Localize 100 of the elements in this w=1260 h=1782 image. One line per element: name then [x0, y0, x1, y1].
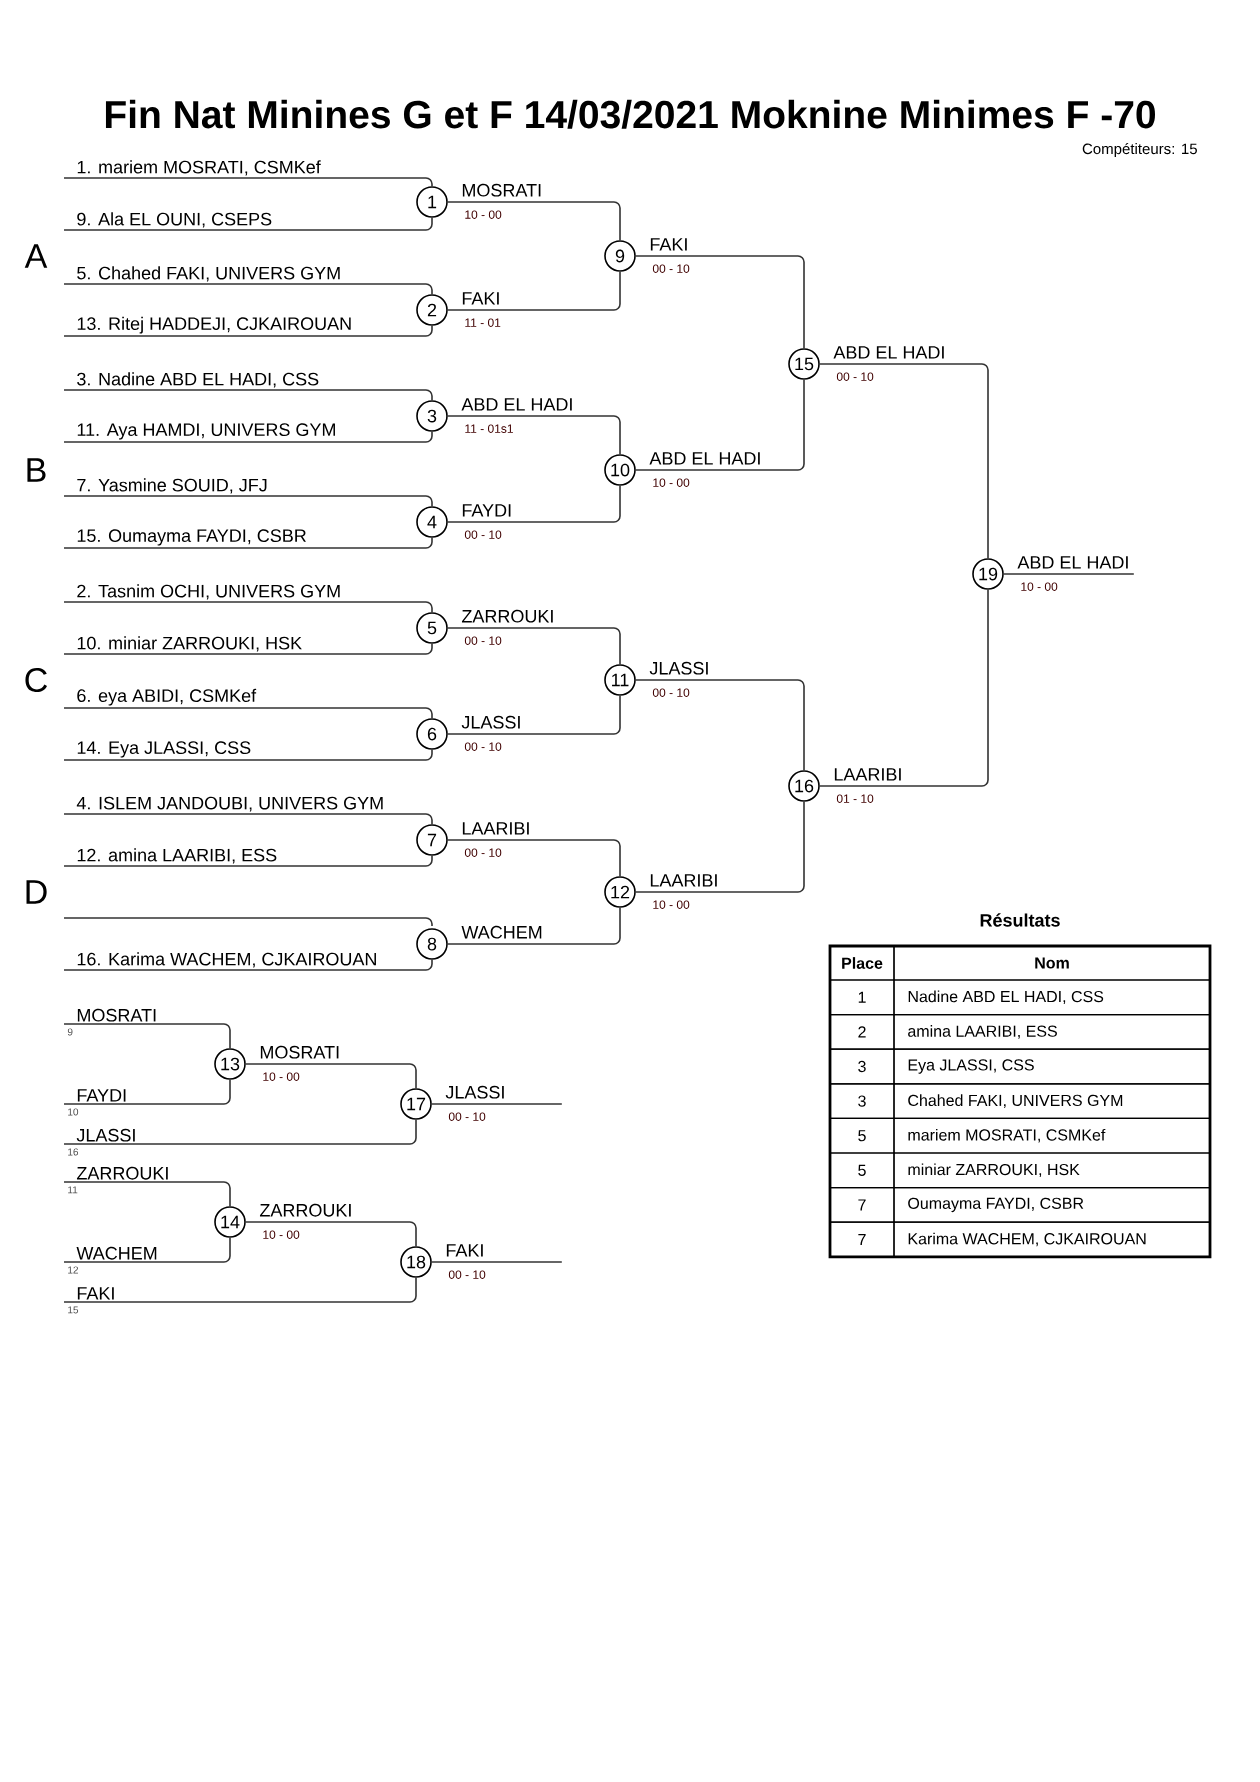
bracket-line [63, 1119, 417, 1145]
bracket-line [447, 415, 621, 455]
table-cell: Chahed FAKI, UNIVERS GYM [893, 1083, 1211, 1119]
repechage-entry: ZARROUKI [76, 1166, 168, 1180]
bracket-line [447, 485, 621, 523]
repechage-entry: JLASSI [76, 1128, 135, 1142]
winner-name: ABD EL HADI [461, 398, 572, 411]
bracket-line [63, 959, 433, 971]
winner-name: FAKI [462, 292, 499, 305]
table-cell: miniar ZARROUKI, HSK [893, 1152, 1211, 1189]
bracket-line [819, 589, 989, 787]
table-cell: 3 [829, 1048, 895, 1085]
table-cell: Place [829, 945, 895, 981]
winner-name: ABD EL HADI [1017, 556, 1128, 569]
winner-name: ABD EL HADI [649, 452, 760, 465]
table-cell: amina LAARIBI, ESS [893, 1014, 1211, 1050]
bracket-line [819, 363, 989, 559]
winner-name: FAYDI [462, 504, 511, 517]
table-title: Résultats [980, 913, 1060, 927]
bracket-line [431, 1103, 563, 1105]
winner-name: LAARIBI [650, 874, 717, 887]
table-cell: 7 [829, 1221, 895, 1258]
table-cell: 3 [829, 1083, 895, 1119]
group-letter: C [25, 667, 47, 693]
bracket-line [63, 389, 433, 401]
winner-name: MOSRATI [260, 1045, 339, 1059]
table-cell: Nom [893, 945, 1211, 981]
competitor-entry: 13. Ritej HADDEJI, CJKAIROUAN [77, 316, 351, 334]
title: Fin Nat Minines G et F 14/03/2021 Moknine Minimes F -70 [105, 99, 1155, 129]
bracket-line [63, 813, 433, 825]
winner-name: JLASSI [445, 1085, 504, 1099]
bracket-line [63, 431, 433, 443]
winner-name: JLASSI [649, 661, 708, 675]
bracket-line [63, 1277, 417, 1303]
bracket-line [63, 1079, 231, 1105]
competitor-entry: 7. Yasmine SOUID, JFJ [77, 478, 267, 494]
bracket-line [1003, 573, 1135, 575]
bracket-line [431, 1261, 563, 1263]
table-cell: 5 [829, 1117, 895, 1154]
table-cell: mariem MOSRATI, CSMKef [893, 1117, 1211, 1154]
table-cell: 2 [829, 1014, 895, 1050]
bracket-line [245, 1063, 417, 1089]
winner-name: ABD EL HADI [833, 346, 944, 359]
bracket-line [63, 325, 433, 337]
table-cell: Eya JLASSI, CSS [893, 1048, 1211, 1085]
bracket-line [63, 1023, 231, 1049]
bracket-line [635, 379, 805, 471]
winner-name: MOSRATI [462, 183, 541, 197]
bracket-line [63, 1181, 231, 1207]
competitor-entry: 5. Chahed FAKI, UNIVERS GYM [77, 266, 340, 282]
competitor-entry: 14. Eya JLASSI, CSS [77, 741, 251, 758]
winner-name: LAARIBI [834, 768, 901, 781]
repechage-entry: FAKI [77, 1287, 114, 1300]
bracket-line [635, 255, 805, 349]
bracket-line [447, 271, 621, 311]
bracket-line [63, 855, 433, 867]
competitor-entry: 3. Nadine ABD EL HADI, CSS [77, 372, 319, 388]
competitor-entry: 2. Tasnim OCHI, UNIVERS GYM [77, 584, 340, 600]
table-cell: 7 [829, 1187, 895, 1223]
bracket-line [63, 537, 433, 549]
table-cell: Karima WACHEM, CJKAIROUAN [893, 1221, 1211, 1258]
bracket-line [447, 627, 621, 665]
competitor-entry: 12. amina LAARIBI, ESS [77, 848, 277, 864]
bracket-line [63, 749, 433, 761]
competitor-entry: 4. ISLEM JANDOUBI, UNIVERS GYM [76, 796, 383, 812]
bracket-line [635, 679, 805, 771]
bracket-line [447, 201, 621, 241]
bracket-line [245, 1221, 417, 1247]
bracket-line [63, 601, 433, 613]
group-letter: D [26, 880, 47, 904]
winner-name: LAARIBI [462, 822, 529, 835]
bracket-line [63, 217, 433, 231]
competitor-entry: 11. Aya HAMDI, UNIVERS GYM [77, 423, 335, 440]
competitor-entry: 16. Karima WACHEM, CJKAIROUAN [77, 952, 376, 968]
bracket-line [635, 801, 805, 893]
bracket-line [63, 1237, 231, 1263]
group-letter: A [24, 244, 48, 268]
table-cell: Oumayma FAYDI, CSBR [893, 1187, 1211, 1223]
winner-name: WACHEM [461, 925, 542, 939]
bracket-line [447, 907, 621, 945]
winner-name: FAKI [446, 1244, 483, 1257]
bracket-line [63, 643, 433, 655]
table-cell: Nadine ABD EL HADI, CSS [893, 979, 1211, 1016]
bracket-line [447, 839, 621, 877]
table-cell: 5 [829, 1152, 895, 1189]
repechage-entry: WACHEM [76, 1246, 157, 1260]
winner-name: ZARROUKI [461, 609, 553, 623]
competitor-entry: 15. Oumayma FAYDI, CSBR [77, 529, 306, 546]
group-letter: B [27, 458, 46, 482]
winner-name: JLASSI [461, 715, 520, 729]
competitor-entry: 1. mariem MOSRATI, CSMKef [77, 160, 321, 176]
competitor-entry: 6. eya ABIDI, CSMKef [77, 688, 257, 706]
bracket-line [447, 695, 621, 735]
winner-name: FAKI [650, 238, 687, 251]
winner-name: ZARROUKI [259, 1203, 351, 1217]
repechage-entry: FAYDI [77, 1089, 126, 1102]
bracket-line [63, 495, 433, 507]
bracket-line [63, 707, 433, 719]
competitor-entry: 9. Ala EL OUNI, CSEPS [77, 212, 272, 228]
bracket-line [63, 177, 433, 187]
